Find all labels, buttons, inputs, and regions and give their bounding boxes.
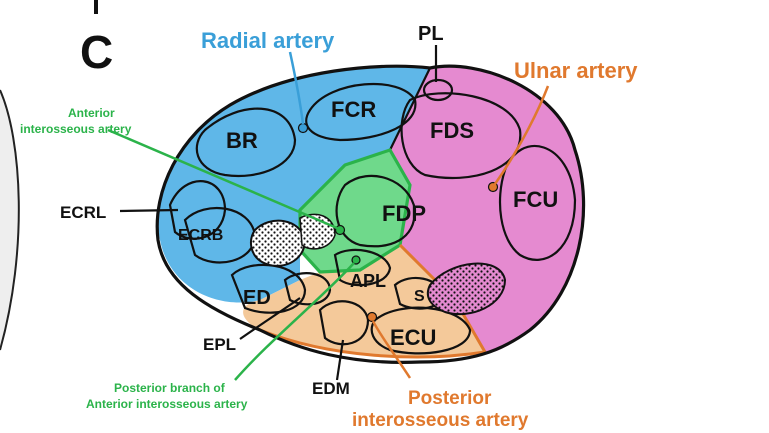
label-pl: PL [418,23,444,45]
anterior-interosseous-label-line2: interosseous artery [20,122,132,136]
label-ed: ED [243,287,271,309]
label-fds: FDS [430,118,474,143]
label-fdp: FDP [382,201,426,226]
posterior-interosseous-dot [368,313,377,322]
label-ecu: ECU [390,325,436,350]
posterior-interosseous-label-line2: interosseous artery [352,410,529,431]
posterior-interosseous-label-line1: Posterior [408,388,492,409]
leader-ecrl [120,210,178,211]
adjacent-limb-outline [0,90,19,350]
label-fcu: FCU [513,187,558,212]
radial-artery-dot [299,124,308,133]
label-epl: EPL [203,335,236,354]
radius-bone [251,221,305,266]
label-s: S [414,288,425,305]
label-fcr: FCR [331,97,376,122]
panel-letter: C [80,26,113,78]
radial-artery-label: Radial artery [201,28,335,53]
label-edm: EDM [312,379,350,398]
ulnar-artery-label: Ulnar artery [514,58,638,83]
posterior-branch-label-line2: Anterior interosseous artery [86,397,248,411]
anterior-interosseous-label-line1: Anterior [68,106,115,120]
label-ecrl: ECRL [60,203,106,222]
posterior-branch-label-line1: Posterior branch of [114,381,226,395]
label-br: BR [226,128,258,153]
label-ecrb: ECRB [178,227,223,244]
label-apl: APL [350,271,386,291]
